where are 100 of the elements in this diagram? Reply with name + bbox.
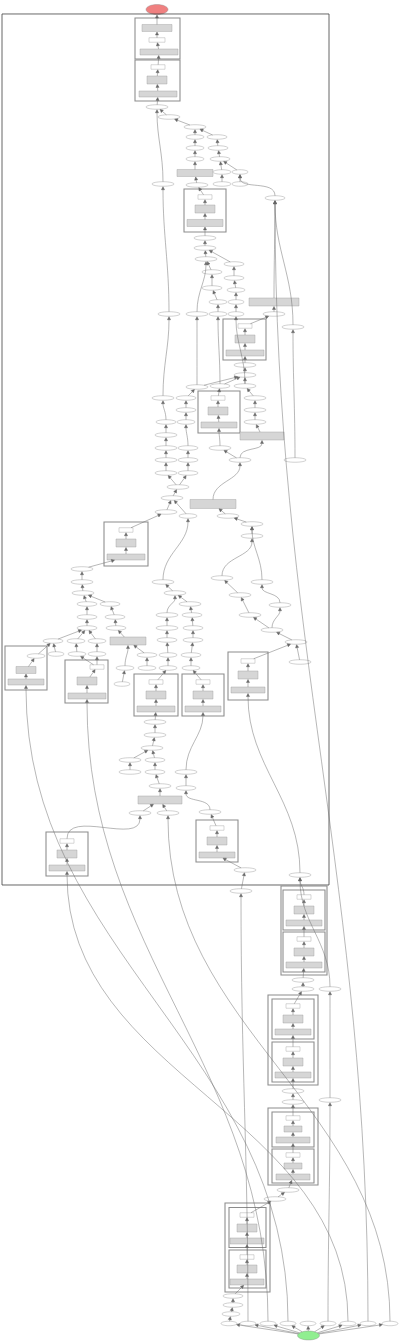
arrow	[184, 400, 188, 408]
box-node	[138, 90, 178, 98]
box-node	[285, 1115, 301, 1121]
arrow	[174, 500, 187, 515]
arrow	[178, 595, 188, 603]
arrow	[65, 858, 69, 866]
arrow	[302, 941, 306, 949]
arrow	[133, 750, 148, 759]
arrow	[130, 513, 162, 528]
arrow	[210, 274, 214, 286]
arrow	[203, 375, 238, 386]
arrow	[217, 150, 221, 157]
arrow	[118, 630, 125, 638]
box-node	[296, 936, 312, 942]
arrow	[212, 462, 242, 500]
box-node	[48, 864, 86, 872]
arrow	[155, 84, 160, 92]
box-node	[67, 692, 107, 700]
box-node	[274, 1071, 312, 1079]
box-node	[285, 1046, 301, 1052]
group-frame	[195, 819, 239, 863]
arrow	[153, 762, 157, 770]
arrow	[88, 559, 115, 568]
arrow	[203, 226, 207, 236]
box-node	[184, 705, 222, 713]
box-node	[56, 849, 78, 859]
group-frame	[197, 390, 241, 434]
arrow	[246, 388, 254, 396]
group-frame	[271, 1148, 315, 1184]
arrow	[234, 517, 247, 523]
arrow	[233, 280, 237, 288]
box-node	[118, 527, 134, 533]
group-frame	[181, 673, 225, 717]
arrow	[155, 69, 160, 77]
arrow	[224, 580, 238, 593]
box-node	[230, 686, 266, 694]
group-frame	[271, 1111, 315, 1148]
box-node	[136, 705, 176, 713]
ellipse-node	[145, 4, 169, 15]
box-node	[274, 1028, 312, 1036]
box-node	[237, 323, 253, 329]
arrow	[65, 843, 69, 851]
box-node	[237, 670, 259, 680]
arrow	[66, 815, 142, 839]
arrow	[327, 1102, 332, 1322]
arrow	[291, 329, 296, 458]
box-node	[236, 1264, 258, 1274]
arrow	[250, 526, 263, 580]
arrow	[243, 343, 247, 351]
arrow	[189, 657, 193, 666]
arrow	[219, 161, 223, 170]
arrow	[155, 14, 159, 25]
arrow	[243, 377, 247, 384]
arrow	[201, 684, 205, 692]
arrow	[220, 174, 224, 182]
arrow	[95, 656, 99, 665]
arrow	[173, 489, 177, 496]
arrow	[164, 450, 168, 458]
arrow	[256, 424, 261, 433]
arrow	[155, 774, 160, 784]
group-frame	[64, 659, 109, 704]
arrow	[196, 261, 208, 312]
group-frame	[45, 831, 89, 877]
box-node	[225, 349, 265, 357]
box-node	[239, 1212, 255, 1218]
box-node	[194, 204, 216, 214]
box-node	[7, 678, 45, 686]
box-node	[76, 676, 98, 686]
arrow	[193, 161, 197, 170]
arrow	[253, 617, 270, 629]
arrow	[186, 462, 190, 471]
arrow	[189, 606, 193, 613]
box-node	[293, 947, 315, 957]
arrow	[209, 250, 231, 263]
arrow	[165, 630, 169, 638]
arrow	[203, 240, 207, 246]
arrow	[57, 629, 82, 640]
arrow	[122, 670, 126, 682]
box-node	[200, 421, 238, 429]
box-node	[282, 1057, 304, 1067]
arrow	[156, 55, 161, 65]
arrow	[224, 376, 241, 385]
arrow	[128, 762, 132, 770]
arrow	[65, 871, 349, 1322]
arrow	[245, 1232, 249, 1239]
arrow	[184, 424, 189, 446]
arrow	[193, 150, 197, 157]
arrow	[166, 595, 177, 613]
arrow	[124, 532, 128, 540]
arrow	[198, 187, 204, 195]
arrow	[253, 643, 291, 659]
arrow	[272, 306, 276, 312]
arrow	[165, 584, 173, 592]
box-node	[59, 838, 75, 844]
arrow	[291, 1120, 295, 1127]
arrow	[151, 737, 156, 746]
arrow	[158, 788, 162, 797]
arrow	[165, 642, 170, 653]
arrow	[245, 1259, 249, 1266]
arrow	[246, 679, 250, 688]
